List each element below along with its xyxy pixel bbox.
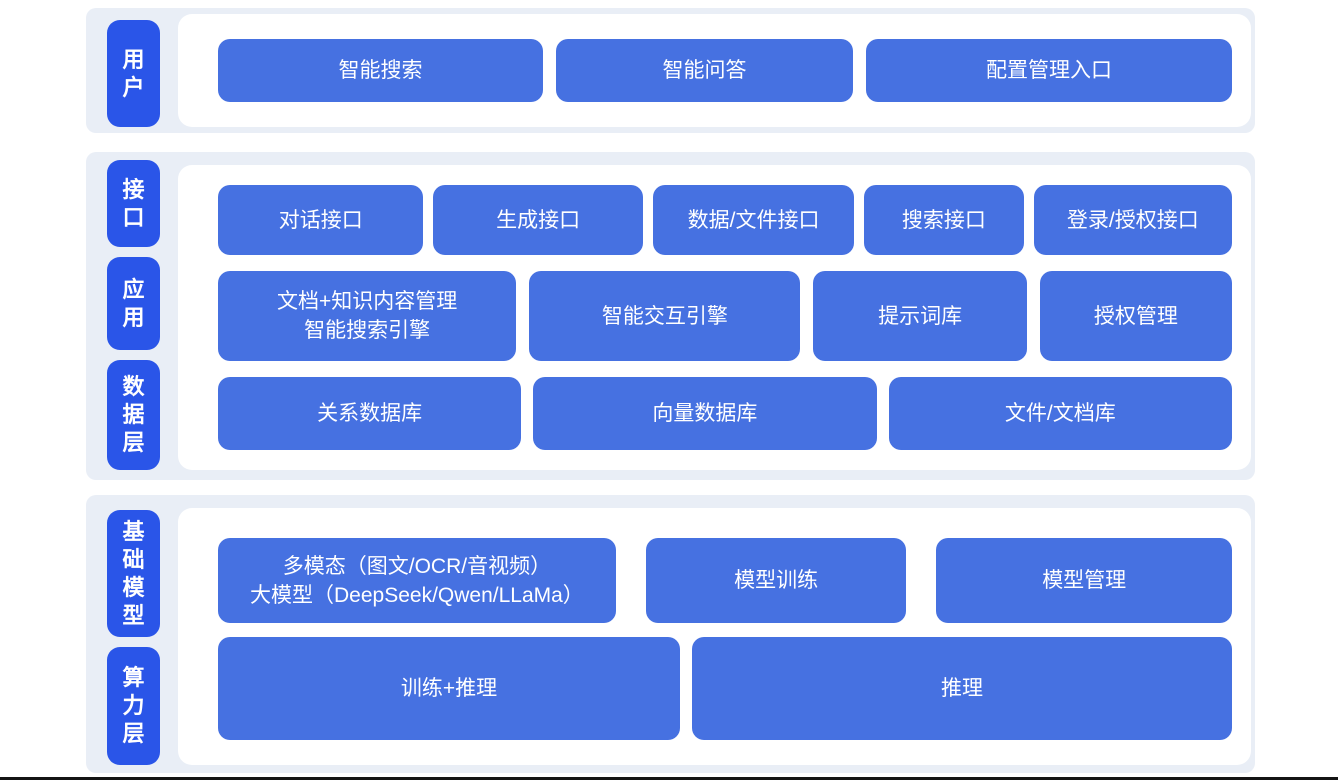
middle-layer-panel: 对话接口 生成接口 数据/文件接口 搜索接口 登录/授权接口 文档+知识内容管理… (178, 165, 1251, 470)
compute-row: 训练+推理 推理 (218, 637, 1232, 740)
user-layer-panel: 智能搜索 智能问答 配置管理入口 (178, 14, 1251, 127)
block-search-api: 搜索接口 (864, 185, 1024, 255)
block-doc-knowledge-search-engine: 文档+知识内容管理 智能搜索引擎 (218, 271, 517, 361)
user-layer-labels: 用户 (107, 20, 160, 127)
model-row: 多模态（图文/OCR/音视频） 大模型（DeepSeek/Qwen/LLaMa）… (218, 538, 1232, 623)
block-model-training: 模型训练 (645, 538, 907, 623)
block-dialog-api: 对话接口 (218, 185, 424, 255)
layer-pill-interface-label: 接口 (122, 176, 145, 230)
block-auth-management: 授权管理 (1039, 271, 1232, 361)
block-smart-search: 智能搜索 (218, 39, 543, 102)
block-multimodal-llm: 多模态（图文/OCR/音视频） 大模型（DeepSeek/Qwen/LLaMa） (218, 538, 616, 623)
block-prompt-library: 提示词库 (813, 271, 1027, 361)
block-login-auth-api: 登录/授权接口 (1033, 185, 1232, 255)
layer-pill-base-model-label: 基础模型 (122, 518, 145, 628)
block-config-entry: 配置管理入口 (866, 39, 1232, 102)
layer-pill-application-label: 应用 (122, 276, 145, 330)
layer-pill-compute-label: 算力层 (122, 665, 145, 746)
interface-row: 对话接口 生成接口 数据/文件接口 搜索接口 登录/授权接口 (218, 185, 1232, 255)
bottom-layer-panel: 多模态（图文/OCR/音视频） 大模型（DeepSeek/Qwen/LLaMa）… (178, 508, 1251, 765)
bottom-divider-line (0, 777, 1338, 780)
block-smart-qa: 智能问答 (556, 39, 853, 102)
layer-pill-compute: 算力层 (107, 647, 160, 765)
layer-pill-data-label: 数据层 (122, 374, 145, 455)
block-generate-api: 生成接口 (433, 185, 643, 255)
bottom-layer-labels: 基础模型 算力层 (107, 510, 160, 765)
layer-pill-user: 用户 (107, 20, 160, 127)
layer-pill-data: 数据层 (107, 360, 160, 470)
section-middle-layers: 接口 应用 数据层 对话接口 生成接口 数据/文件接口 搜索接口 登录/授权接口… (86, 152, 1255, 480)
layer-pill-base-model: 基础模型 (107, 510, 160, 637)
block-inference: 推理 (692, 637, 1232, 740)
user-layer-row: 智能搜索 智能问答 配置管理入口 (218, 39, 1232, 102)
section-bottom-layers: 基础模型 算力层 多模态（图文/OCR/音视频） 大模型（DeepSeek/Qw… (86, 495, 1255, 773)
block-relational-db: 关系数据库 (218, 377, 522, 450)
layer-pill-user-label: 用户 (122, 46, 145, 100)
block-model-management: 模型管理 (936, 538, 1232, 623)
layer-pill-application: 应用 (107, 257, 160, 350)
block-train-plus-inference: 训练+推理 (218, 637, 680, 740)
layer-pill-interface: 接口 (107, 160, 160, 247)
block-vector-db: 向量数据库 (533, 377, 877, 450)
block-data-file-api: 数据/文件接口 (652, 185, 855, 255)
data-row: 关系数据库 向量数据库 文件/文档库 (218, 377, 1232, 450)
block-file-doc-store: 文件/文档库 (888, 377, 1232, 450)
middle-layer-labels: 接口 应用 数据层 (107, 160, 160, 470)
application-row: 文档+知识内容管理 智能搜索引擎 智能交互引擎 提示词库 授权管理 (218, 271, 1232, 361)
section-user-layer: 用户 智能搜索 智能问答 配置管理入口 (86, 8, 1255, 133)
block-interaction-engine: 智能交互引擎 (529, 271, 801, 361)
